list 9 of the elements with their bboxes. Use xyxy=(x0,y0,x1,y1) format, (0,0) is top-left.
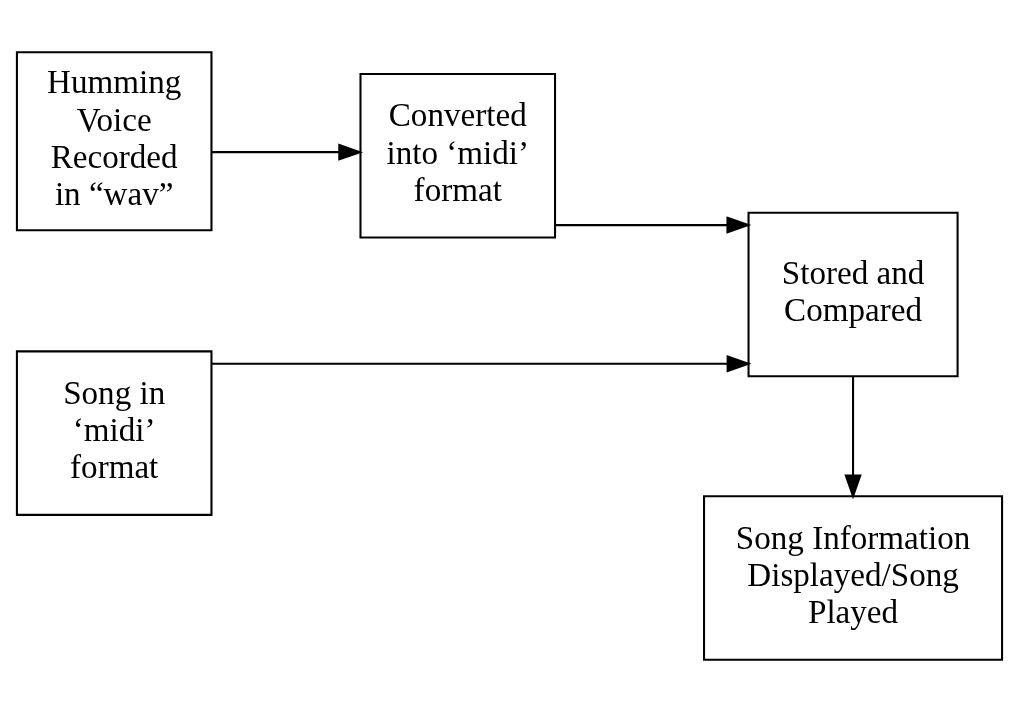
arrow xyxy=(211,354,752,372)
node-box: Stored and Compared xyxy=(747,211,959,377)
node-box: Song in ‘midi’ format xyxy=(15,349,213,516)
arrow xyxy=(844,375,862,499)
arrow xyxy=(211,142,364,161)
node-box: Converted into ‘midi’ format xyxy=(359,72,557,239)
node-box: Humming Voice Recorded in “wav” xyxy=(15,50,213,231)
arrow xyxy=(555,215,752,234)
node-box: Song Information Displayed/Song Played xyxy=(703,494,1004,661)
